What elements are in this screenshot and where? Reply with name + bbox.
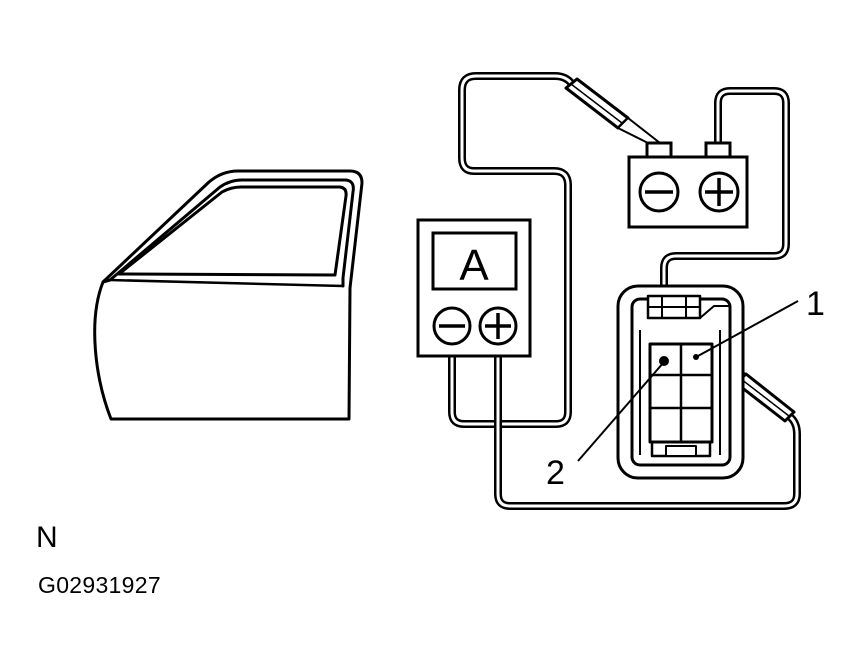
ammeter-unit-label: A — [459, 241, 489, 290]
ammeter-display — [431, 231, 518, 291]
battery-negative-symbol — [638, 171, 680, 213]
callout-1-leader — [697, 300, 799, 357]
ammeter-negative-terminal — [432, 306, 472, 346]
connector-terminal-2 — [659, 356, 669, 366]
battery — [627, 141, 749, 229]
wire-meter-positive-to-connector-terminal-1 — [494, 336, 801, 510]
door-belt-line — [108, 278, 345, 288]
door-window-frame — [101, 178, 355, 288]
figure-code: G02931927 — [38, 572, 161, 598]
door-window-glass — [117, 185, 348, 277]
connector-bottom-tab — [650, 442, 712, 458]
door-illustration — [93, 169, 364, 421]
ammeter-positive-terminal — [478, 306, 518, 346]
battery-positive-symbol — [698, 171, 740, 213]
view-letter: N — [36, 521, 58, 554]
callouts — [577, 300, 799, 462]
wiring — [448, 72, 801, 510]
connector-latch — [646, 294, 730, 320]
callout-2-number: 2 — [546, 454, 565, 492]
connector-terminal-grid — [648, 342, 714, 444]
callout-2-leader — [577, 361, 665, 462]
wire-battery-positive-to-connector-terminal-2 — [660, 87, 790, 364]
callout-1-number: 1 — [806, 285, 825, 323]
door-outer-outline — [93, 169, 364, 421]
test-probe-battery — [564, 77, 661, 148]
connector-terminal-1 — [693, 354, 699, 360]
door-switch-connector — [616, 284, 745, 480]
wire-meter-negative-to-battery-negative — [448, 72, 576, 428]
ammeter: A — [416, 218, 532, 358]
